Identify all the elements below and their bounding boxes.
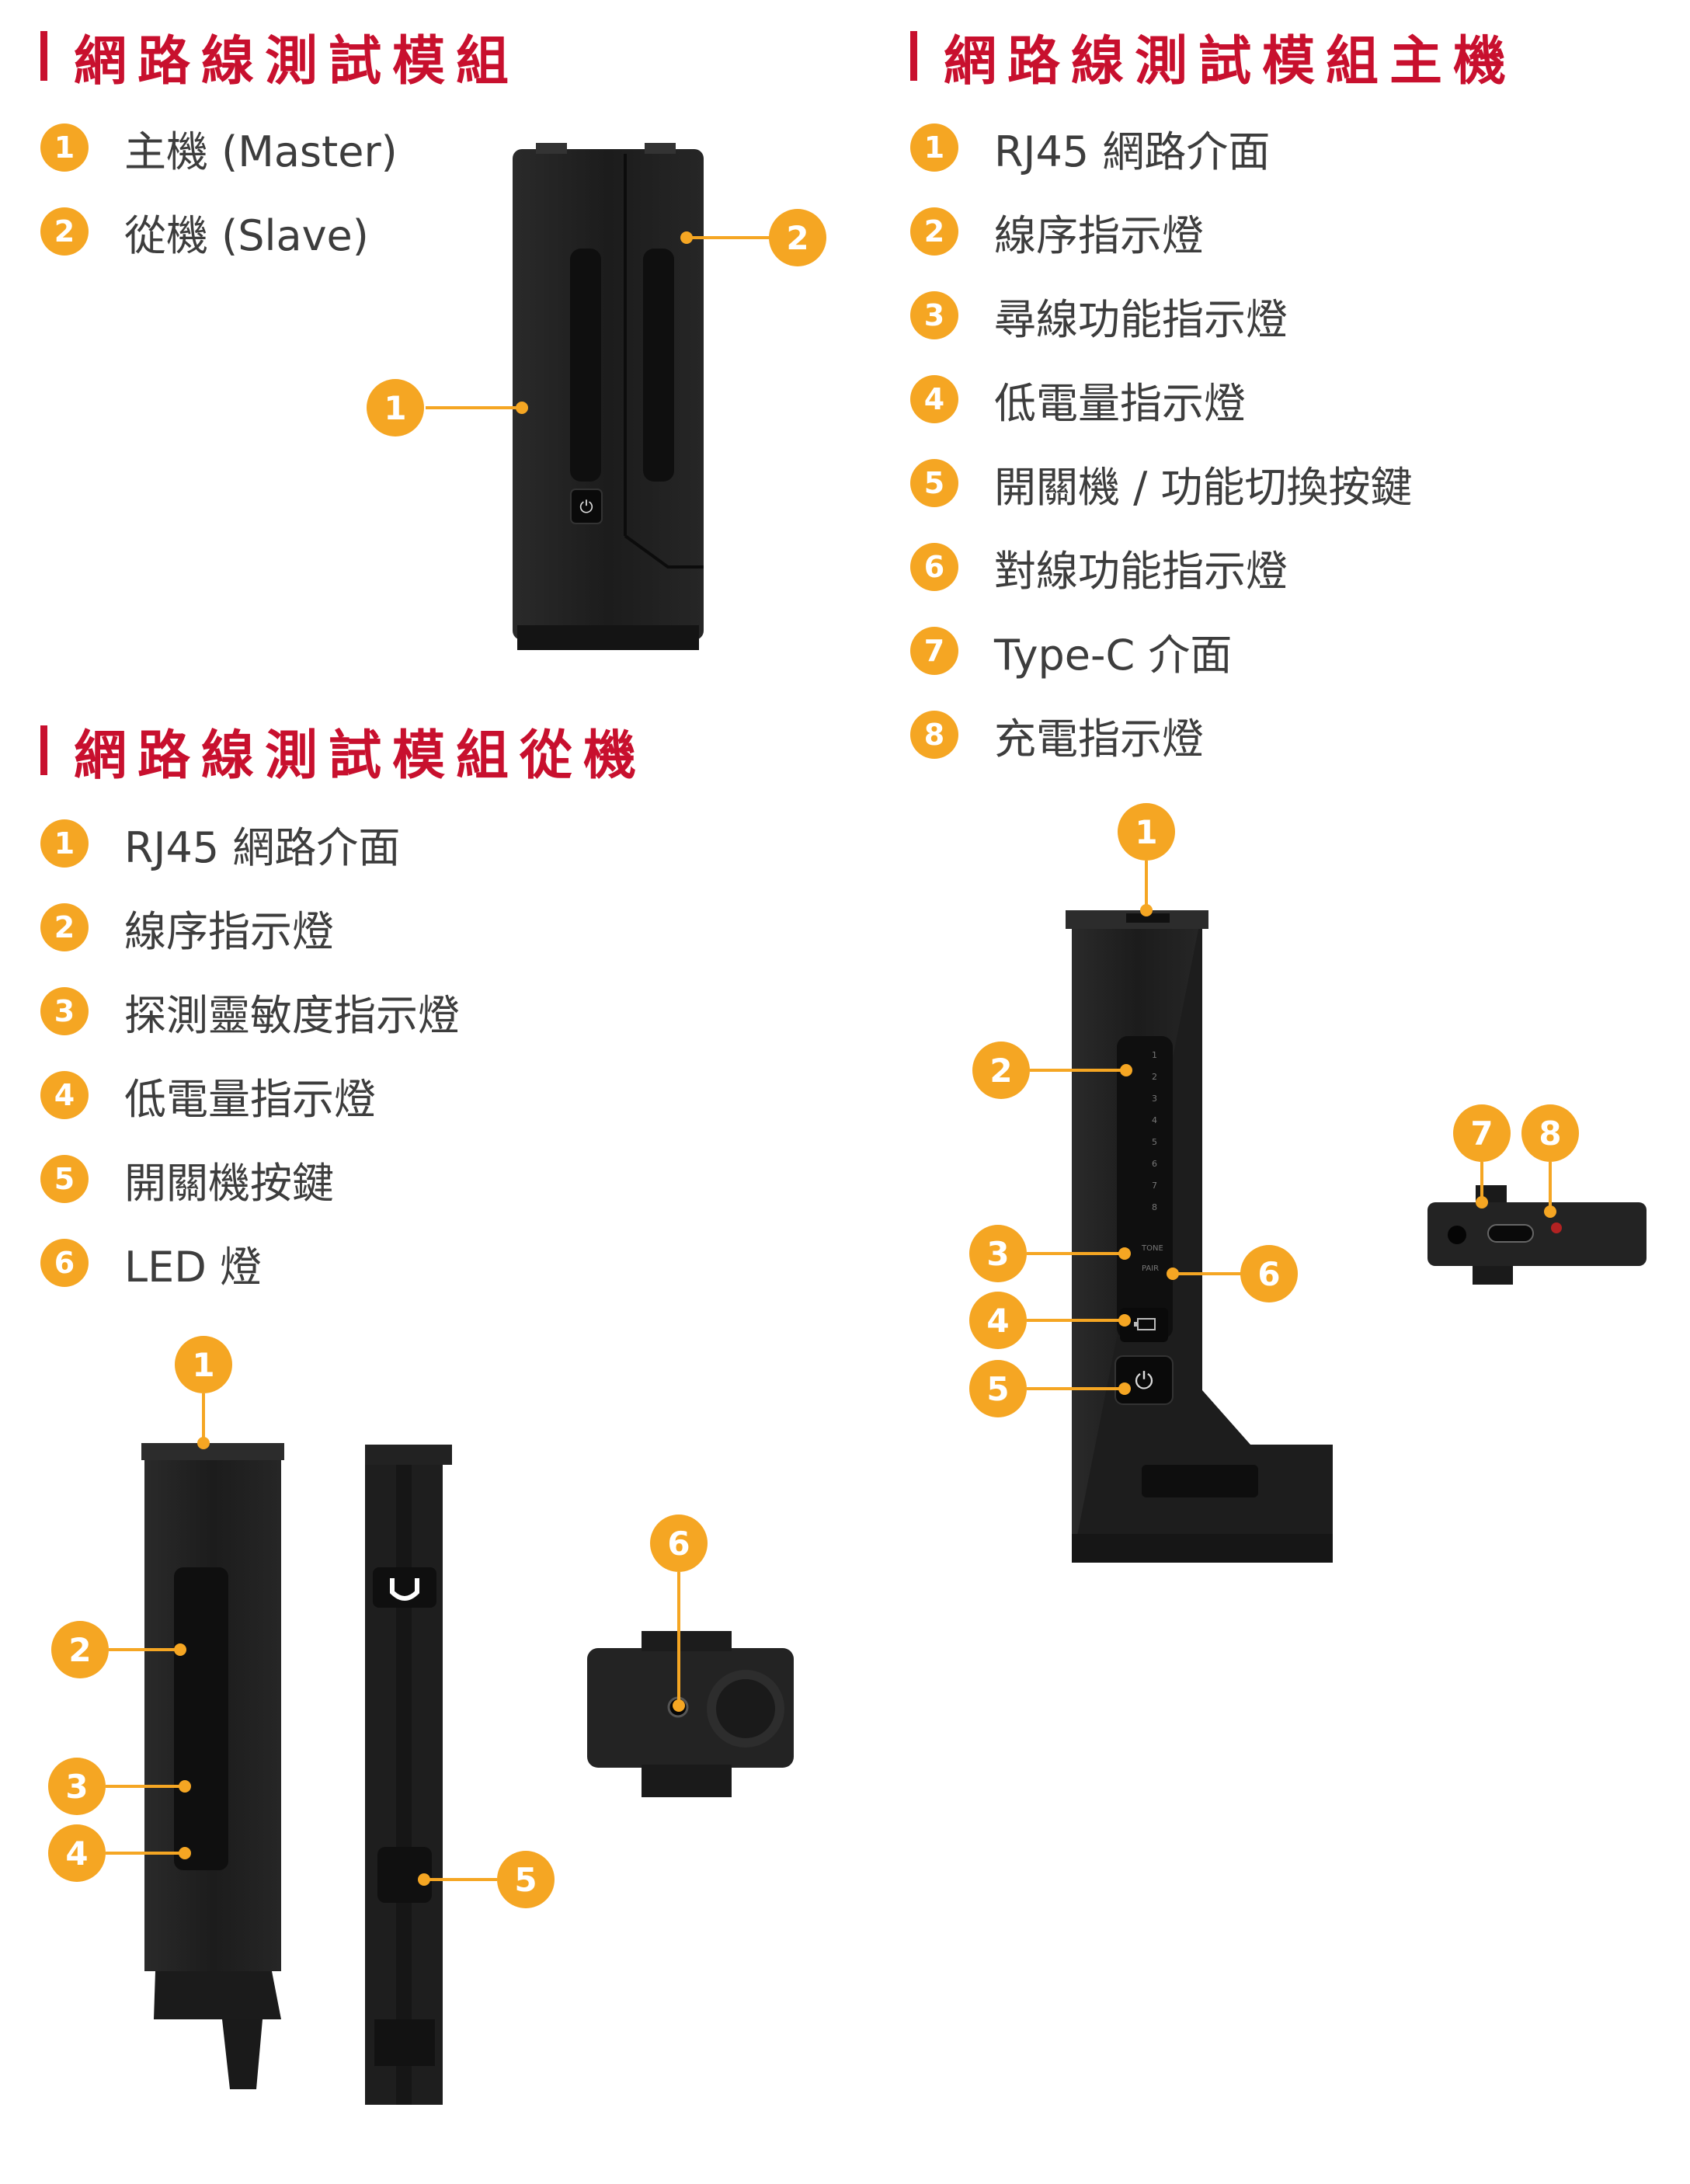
modules-title: 網路線測試模組 xyxy=(74,30,520,92)
master-list-item: 8 充電指示燈 xyxy=(910,704,1204,766)
item-label: 對線功能指示燈 xyxy=(994,546,1288,596)
slave-list-item: 3 探測靈敏度指示燈 xyxy=(40,980,460,1042)
tone-label: TONE xyxy=(1141,1244,1163,1253)
callout-combined-master: 1 xyxy=(367,379,424,436)
item-number-badge: 3 xyxy=(40,987,89,1035)
callout-slave-led-light: 6 xyxy=(650,1515,708,1572)
item-number-badge: 2 xyxy=(40,903,89,951)
item-number-badge: 6 xyxy=(40,1239,89,1287)
slave-device-end xyxy=(587,1631,794,1797)
item-label: 線序指示燈 xyxy=(994,210,1204,260)
slave-list-item: 2 線序指示燈 xyxy=(40,896,334,958)
magnet-logo-icon xyxy=(390,1578,419,1601)
item-label: RJ45 網路介面 xyxy=(124,822,401,872)
led-number: 8 xyxy=(1152,1202,1157,1212)
master-title: 網路線測試模組主機 xyxy=(944,30,1518,92)
item-label: 主機 (Master) xyxy=(124,127,398,176)
callout-slave-battery-led: 4 xyxy=(48,1824,106,1882)
item-number-badge: 1 xyxy=(910,123,958,172)
callout-master-wire-led: 2 xyxy=(972,1042,1030,1099)
item-label: Type-C 介面 xyxy=(994,630,1233,680)
power-icon: ⏻ xyxy=(579,498,593,517)
master-device-bottom xyxy=(1427,1185,1647,1285)
title-accent-bar xyxy=(910,31,917,81)
slave-device-front xyxy=(141,1443,284,2089)
item-number-badge: 3 xyxy=(910,291,958,339)
item-number-badge: 4 xyxy=(40,1071,89,1119)
pair-label: PAIR xyxy=(1142,1264,1159,1273)
callout-slave-wire-led: 2 xyxy=(51,1621,109,1678)
callout-slave-rj45: 1 xyxy=(175,1336,232,1393)
item-label: 低電量指示燈 xyxy=(994,378,1246,428)
callout-master-pair-led: 6 xyxy=(1240,1245,1298,1302)
master-list-item: 4 低電量指示燈 xyxy=(910,368,1246,430)
master-list-item: 2 線序指示燈 xyxy=(910,200,1204,263)
led-number: 2 xyxy=(1152,1072,1157,1082)
slave-list-item: 4 低電量指示燈 xyxy=(40,1064,376,1126)
item-label: LED 燈 xyxy=(124,1242,262,1292)
item-label: 充電指示燈 xyxy=(994,714,1204,763)
callout-master-battery-led: 4 xyxy=(969,1292,1027,1349)
led-number: 3 xyxy=(1152,1094,1157,1104)
master-led-labels: 1 2 3 4 5 6 7 8 TONE PAIR ⏻ xyxy=(1135,1050,1163,1395)
item-label: 開關機按鍵 xyxy=(124,1158,334,1208)
slave-section-title: 網路線測試模組從機 xyxy=(40,719,647,787)
battery-icon xyxy=(1134,1318,1156,1330)
item-number-badge: 1 xyxy=(40,819,89,868)
modules-list-item: 1 主機 (Master) xyxy=(40,117,398,179)
item-label: 線序指示燈 xyxy=(124,906,334,956)
slave-list-item: 1 RJ45 網路介面 xyxy=(40,812,400,875)
slave-title: 網路線測試模組從機 xyxy=(74,725,648,787)
item-number-badge: 2 xyxy=(910,207,958,256)
item-number-badge: 4 xyxy=(910,375,958,423)
master-list-item: 1 RJ45 網路介面 xyxy=(910,117,1270,179)
callout-master-charge-led: 8 xyxy=(1521,1104,1579,1162)
led-number: 5 xyxy=(1152,1137,1157,1147)
slave-device-side xyxy=(365,1445,452,2105)
callout-master-rj45: 1 xyxy=(1118,803,1175,861)
item-number-badge: 5 xyxy=(40,1155,89,1203)
callout-combined-slave: 2 xyxy=(769,209,826,266)
usb-c-port-icon xyxy=(1487,1224,1534,1243)
master-device-front xyxy=(1066,910,1333,1563)
item-number-badge: 5 xyxy=(910,459,958,507)
callout-slave-sensitivity-led: 3 xyxy=(48,1758,106,1815)
callout-master-tone-led: 3 xyxy=(969,1225,1027,1282)
item-label: 探測靈敏度指示燈 xyxy=(124,990,460,1040)
master-list-item: 7 Type-C 介面 xyxy=(910,620,1232,682)
callout-master-typec: 7 xyxy=(1453,1104,1511,1162)
item-label: 從機 (Slave) xyxy=(124,210,369,260)
item-number-badge: 2 xyxy=(40,207,89,256)
callout-master-power-button: 5 xyxy=(969,1360,1027,1417)
title-accent-bar xyxy=(40,725,47,775)
item-label: 低電量指示燈 xyxy=(124,1074,376,1124)
led-number: 1 xyxy=(1152,1050,1157,1060)
leader-lines xyxy=(106,231,1556,1886)
led-number: 7 xyxy=(1152,1181,1157,1191)
master-section-title: 網路線測試模組主機 xyxy=(910,25,1517,92)
item-number-badge: 1 xyxy=(40,123,89,172)
item-number-badge: 8 xyxy=(910,711,958,759)
title-accent-bar xyxy=(40,31,47,81)
master-list-item: 3 尋線功能指示燈 xyxy=(910,284,1288,346)
combined-module-device: ⏻ xyxy=(513,143,704,650)
item-label: 尋線功能指示燈 xyxy=(994,294,1288,344)
item-number-badge: 6 xyxy=(910,543,958,591)
item-label: 開關機 / 功能切換按鍵 xyxy=(994,462,1413,512)
led-number: 6 xyxy=(1152,1159,1157,1169)
modules-list-item: 2 從機 (Slave) xyxy=(40,200,369,263)
item-number-badge: 7 xyxy=(910,627,958,675)
item-label: RJ45 網路介面 xyxy=(994,127,1271,176)
power-icon: ⏻ xyxy=(1135,1368,1153,1395)
master-list-item: 6 對線功能指示燈 xyxy=(910,536,1288,598)
master-list-item: 5 開關機 / 功能切換按鍵 xyxy=(910,452,1413,514)
modules-section-title: 網路線測試模組 xyxy=(40,25,520,92)
slave-list-item: 6 LED 燈 xyxy=(40,1232,262,1294)
led-number: 4 xyxy=(1152,1115,1157,1125)
callout-slave-power-button: 5 xyxy=(497,1851,555,1908)
slave-list-item: 5 開關機按鍵 xyxy=(40,1148,334,1210)
